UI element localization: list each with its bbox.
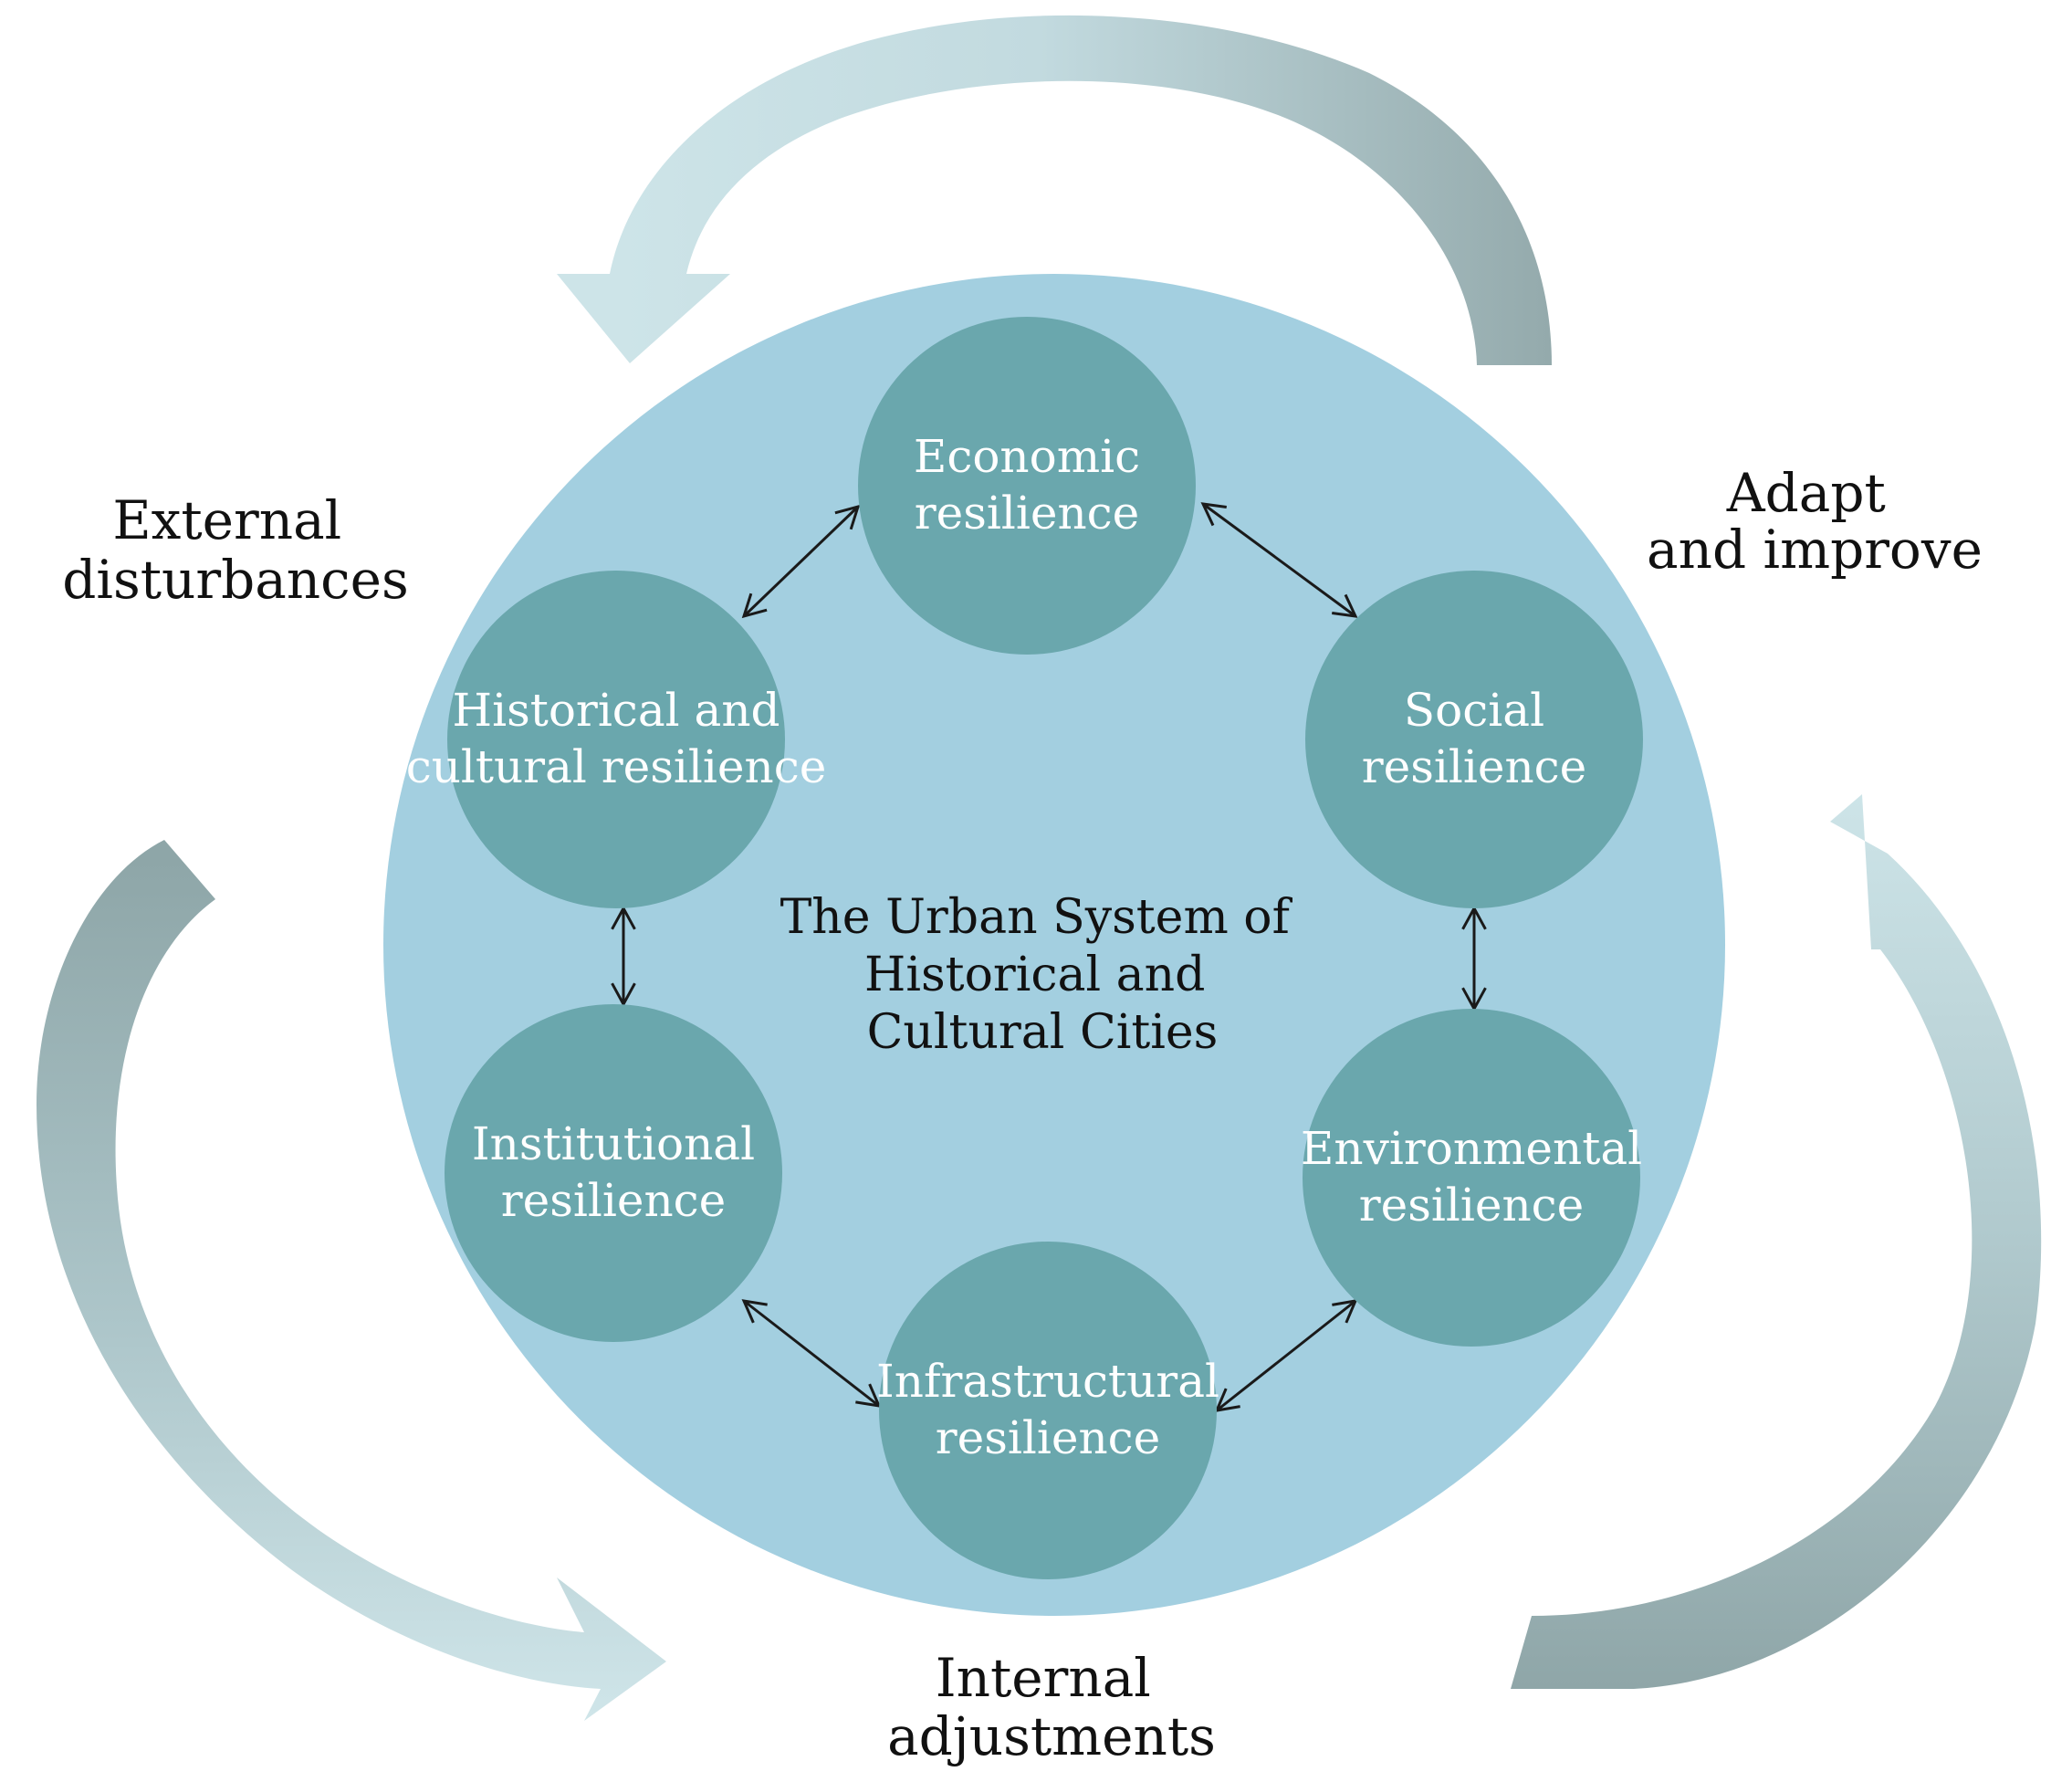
connector-line — [1202, 502, 1356, 618]
connector-historical-economic — [741, 504, 861, 619]
left-cycle-arrow — [37, 840, 666, 1721]
node-circle-environmental — [1303, 1009, 1640, 1347]
arrowhead-icon — [611, 905, 636, 930]
arrowhead-icon — [834, 504, 861, 530]
node-circle-economic — [858, 317, 1196, 655]
node-circle-social — [1305, 571, 1643, 908]
connector-line — [1216, 1299, 1356, 1412]
arrowhead-icon — [1332, 1299, 1358, 1324]
connector-institutional-historical — [611, 905, 636, 1008]
adapt-and-improve-label: Adapt and improve — [1647, 462, 1983, 581]
internal-adjustments-label: Internal adjustments — [887, 1647, 1216, 1767]
arrowhead-icon — [1332, 593, 1358, 618]
arrowhead-icon — [1200, 502, 1227, 527]
node-circle-institutional — [445, 1004, 782, 1342]
connector-economic-social — [1200, 502, 1358, 618]
top-cycle-arrow — [557, 15, 1552, 365]
arrowhead-icon — [741, 592, 768, 619]
connector-line — [743, 1299, 880, 1408]
arrowhead-icon — [611, 982, 636, 1008]
node-circle-infrastructural — [879, 1242, 1217, 1579]
arrowhead-icon — [1461, 987, 1487, 1012]
connector-line — [742, 505, 860, 618]
right-cycle-arrow — [1511, 794, 2042, 1689]
arrowhead-icon — [741, 1299, 768, 1324]
urban-system-title: The Urban System of Historical and Cultu… — [780, 890, 1305, 1060]
connector-infrastructural-institutional — [741, 1299, 882, 1408]
arrowhead-icon — [855, 1383, 882, 1408]
node-circle-historical — [447, 571, 785, 908]
external-disturbances-label: External disturbances — [62, 489, 408, 611]
